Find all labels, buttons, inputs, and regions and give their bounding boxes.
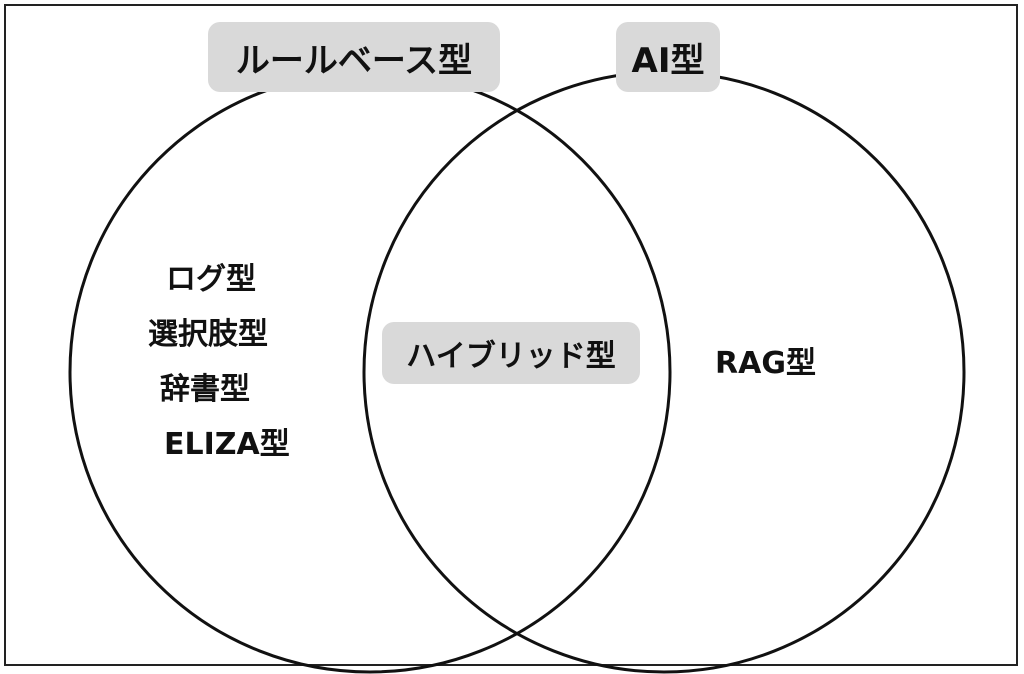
rag-type-label: RAG型 [715, 346, 816, 381]
choice-type-label: 選択肢型 [148, 317, 268, 352]
hybrid-title: ハイブリッド型 [382, 322, 640, 384]
log-type-label: ログ型 [166, 262, 256, 297]
ai-title: AI型 [616, 22, 720, 92]
rule-based-title: ルールベース型 [208, 22, 500, 92]
eliza-type-label: ELIZA型 [164, 427, 290, 462]
diagram-frame [4, 4, 1018, 666]
dictionary-type-label: 辞書型 [160, 372, 250, 407]
